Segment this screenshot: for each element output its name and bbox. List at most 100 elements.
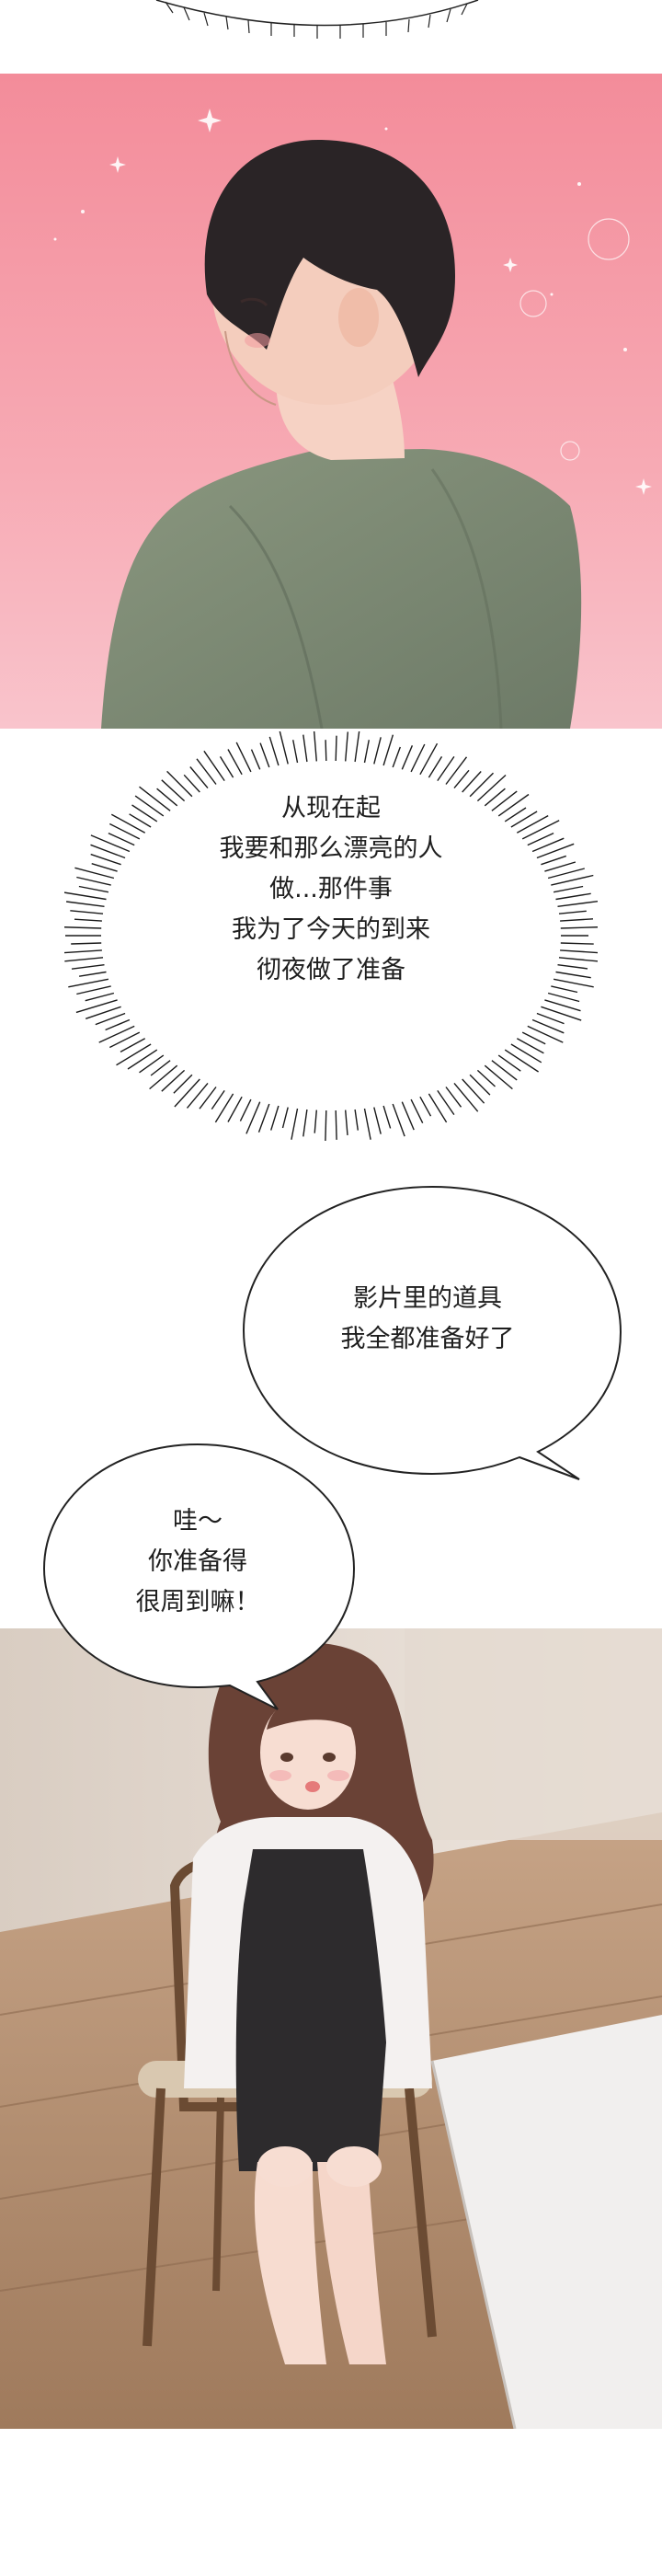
burst-line: [521, 820, 560, 840]
burst-line: [235, 742, 252, 773]
burst-line: [183, 774, 200, 793]
burst-line: [497, 793, 530, 817]
burst-line: [462, 771, 482, 793]
burst-line: [419, 742, 439, 776]
burst-line: [491, 790, 518, 811]
burst-line: [108, 832, 135, 846]
burst-line: [189, 766, 209, 789]
burst-line: [462, 1078, 485, 1104]
props-line: 我全都准备好了: [340, 1325, 515, 1353]
burst-line: [66, 901, 105, 907]
burst-line: [531, 837, 565, 853]
burst-line: [437, 756, 455, 781]
burst-line: [453, 1082, 479, 1112]
burst-line: [445, 1087, 462, 1108]
burst-line: [363, 740, 370, 764]
burst-line: [558, 957, 603, 963]
burst-line: [437, 1090, 455, 1115]
thought-line: 我为了今天的到来: [232, 915, 430, 944]
burst-line: [469, 1074, 491, 1096]
burst-line: [557, 900, 599, 907]
burst-line: [541, 855, 567, 866]
burst-line: [555, 971, 591, 979]
burst-line: [527, 1025, 564, 1043]
burst-line: [335, 1110, 337, 1140]
burst-line: [401, 1101, 415, 1131]
top-burst-bubble-remnant: [155, 0, 479, 39]
burst-line: [270, 1105, 280, 1131]
burst-line: [85, 1006, 121, 1019]
props-line: 影片里的道具: [353, 1284, 502, 1313]
burst-line: [476, 1069, 496, 1087]
burst-line: [166, 770, 193, 798]
burst-line: [484, 788, 506, 807]
burst-line: [547, 992, 580, 1003]
burst-line: [268, 736, 280, 766]
burst-line: [547, 868, 585, 880]
burst-line: [541, 1006, 582, 1021]
burst-line: [110, 813, 146, 834]
burst-line: [560, 942, 594, 945]
burst-line: [382, 1105, 392, 1129]
burst-line: [354, 1109, 359, 1131]
burst-line: [199, 1087, 217, 1110]
burst-line: [120, 1038, 146, 1053]
burst-line: [139, 786, 171, 811]
speech-bubble-wow-outline: [42, 1443, 356, 1710]
burst-line: [392, 746, 401, 768]
burst-line: [544, 861, 576, 872]
burst-line: [544, 999, 581, 1012]
burst-line: [68, 978, 109, 988]
wow-line: 哇～: [173, 1507, 223, 1535]
burst-line: [354, 728, 360, 763]
burst-line: [313, 730, 317, 762]
burst-line: [345, 731, 348, 762]
man-from-behind-illustration: [0, 74, 662, 729]
burst-line: [78, 971, 107, 977]
wow-line: 很周到嘛！: [135, 1588, 260, 1616]
burst-line: [116, 1043, 152, 1066]
burst-line: [71, 964, 105, 970]
speech-bubble-props: 影片里的道具 我全都准备好了: [234, 1176, 639, 1489]
burst-line: [302, 734, 308, 763]
burst-line: [453, 769, 470, 789]
burst-line: [401, 745, 414, 770]
burst-line: [410, 1098, 424, 1124]
burst-line: [428, 1093, 448, 1123]
burst-line: [211, 1090, 225, 1110]
props-text: 影片里的道具 我全都准备好了: [271, 1279, 584, 1360]
thought-text: 从现在起 我要和那么漂亮的人 做...那件事 我为了今天的到来 彻夜做了准备: [129, 788, 533, 991]
burst-line: [75, 999, 118, 1014]
burst-line: [90, 853, 121, 866]
burst-line: [476, 774, 507, 802]
burst-line: [149, 1064, 178, 1090]
burst-line: [314, 1110, 317, 1133]
burst-line: [174, 1078, 200, 1108]
burst-line: [74, 867, 115, 880]
burst-line: [419, 1096, 432, 1117]
burst-line: [531, 1018, 565, 1034]
thought-line: 做...那件事: [269, 875, 393, 903]
burst-line: [150, 1060, 171, 1076]
burst-line: [156, 788, 178, 807]
burst-line: [219, 756, 234, 778]
burst-line: [510, 811, 538, 828]
burst-line: [64, 957, 104, 962]
burst-line: [139, 1054, 165, 1074]
burst-line: [497, 1054, 521, 1072]
burst-line: [491, 1060, 518, 1081]
burst-line: [173, 1074, 193, 1094]
burst-line: [410, 743, 426, 773]
burst-line: [382, 734, 394, 766]
burst-line: [186, 1082, 209, 1109]
burst-line: [560, 926, 599, 929]
burst-line: [516, 814, 549, 834]
speech-bubble-wow: 哇～ 你准备得 很周到嘛！: [37, 1435, 368, 1711]
burst-line: [504, 807, 527, 822]
thought-line: 彻夜做了准备: [257, 956, 405, 984]
burst-line: [257, 1103, 270, 1133]
thought-line: 从现在起: [281, 794, 381, 822]
burst-line: [345, 1110, 348, 1135]
burst-line: [281, 1107, 289, 1129]
wow-line: 你准备得: [148, 1547, 247, 1576]
